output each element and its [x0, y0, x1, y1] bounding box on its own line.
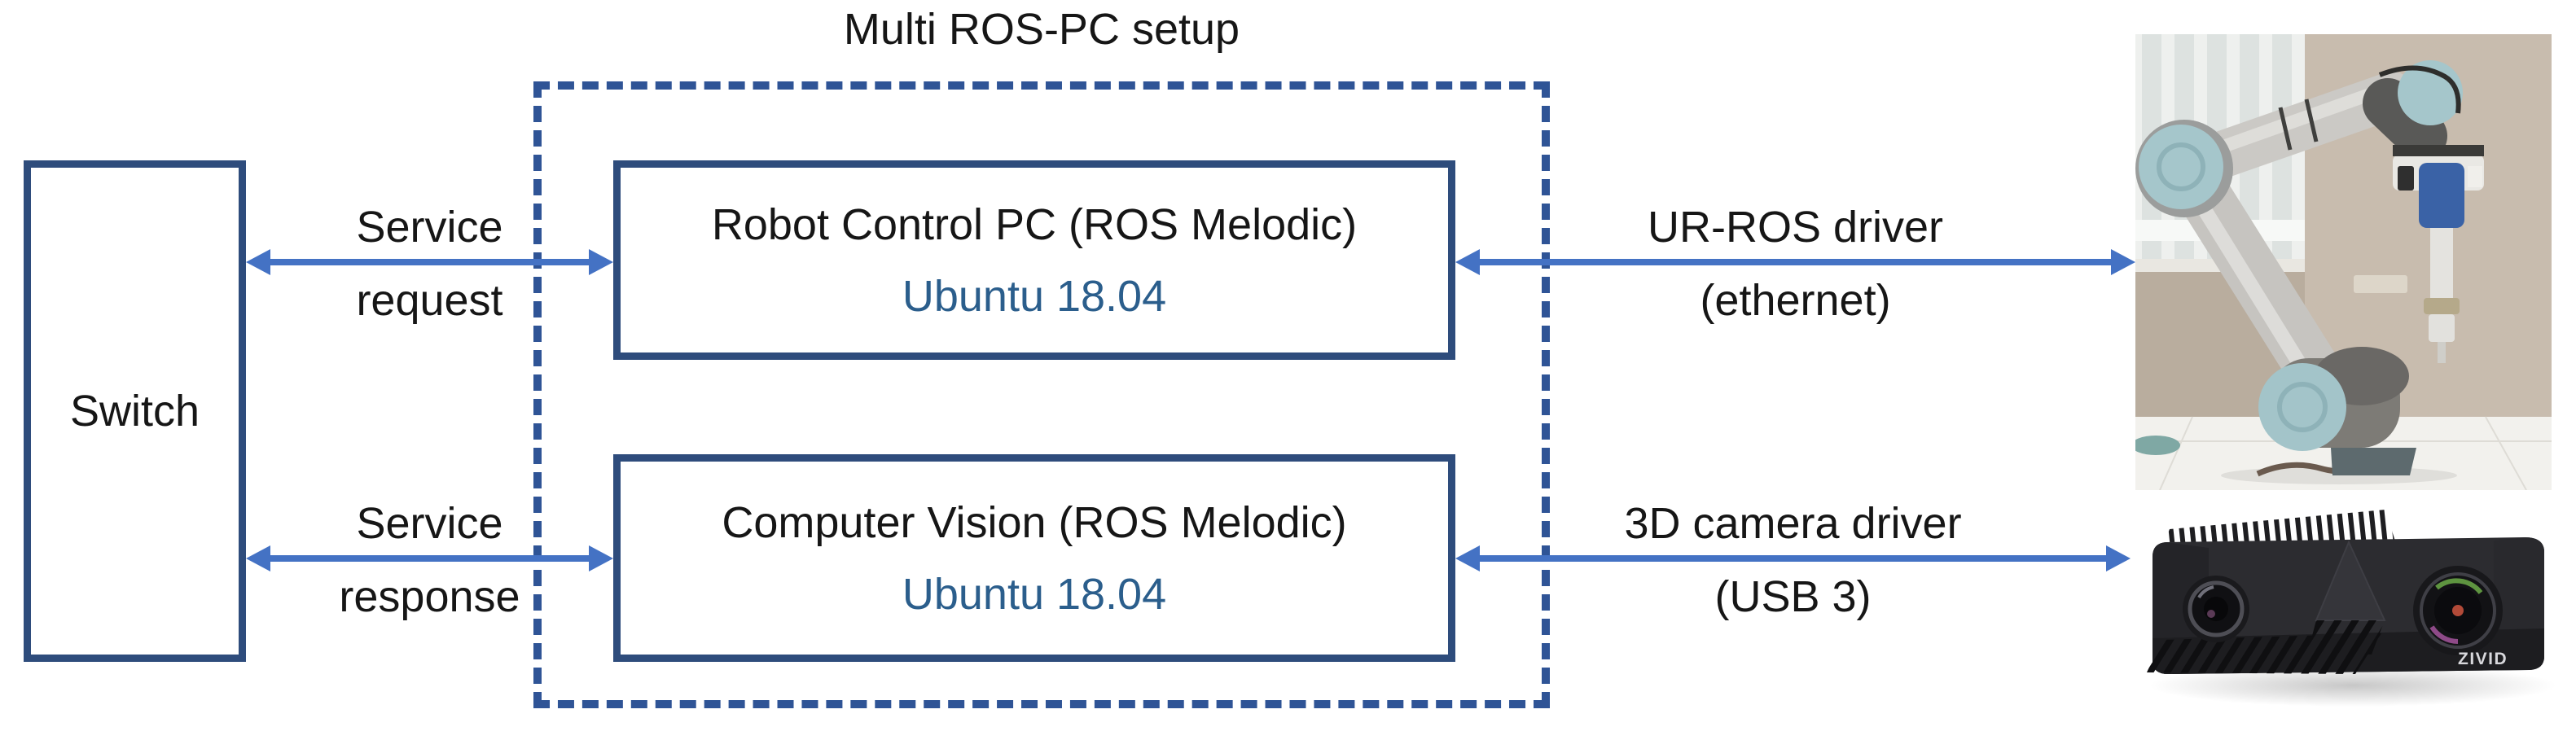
- computer-vision-os: Ubuntu 18.04: [902, 569, 1167, 619]
- switch-label: Switch: [69, 387, 200, 436]
- camera-driver-label-line2: (USB 3): [1714, 572, 1872, 621]
- camera-driver-arrow: [1455, 545, 2131, 571]
- cable-strap: [2304, 99, 2319, 142]
- wrist-cable: [2378, 65, 2461, 114]
- arrow-line: [265, 555, 594, 562]
- arrow-line: [1475, 555, 2111, 562]
- service-request-arrow: [246, 249, 613, 275]
- heatsink-fins-top: [2161, 510, 2396, 549]
- ur-ros-driver-arrow: [1455, 249, 2135, 275]
- arrow-line: [1475, 259, 2116, 265]
- ur-ros-driver-label-line2: (ethernet): [1700, 276, 1891, 325]
- robot-arm: [2135, 60, 2484, 475]
- tool-screen: [2398, 166, 2414, 190]
- multi-ros-pc-dashed-container: [533, 81, 1550, 708]
- camera-driver-label-line1: 3D camera driver: [1624, 499, 1962, 548]
- computer-vision-title: Computer Vision (ROS Melodic): [722, 497, 1347, 547]
- end-effector-tool: [2424, 228, 2460, 363]
- right-arrowhead-icon: [589, 545, 613, 571]
- ur-robot-arm-photo: [2135, 34, 2552, 490]
- right-arrowhead-icon: [589, 249, 613, 275]
- diagram-title: Multi ROS-PC setup: [843, 5, 1240, 54]
- projector-lens: [2183, 576, 2249, 642]
- right-arrowhead-icon: [2111, 249, 2135, 275]
- service-request-label-line1: Service: [356, 203, 503, 252]
- service-response-label-line2: response: [339, 572, 520, 621]
- forearm-link: [2166, 150, 2350, 411]
- diagonal-fins-mid: [2308, 620, 2385, 655]
- robot-control-pc-title: Robot Control PC (ROS Melodic): [711, 199, 1358, 249]
- ur-ros-driver-label-line1: UR-ROS driver: [1647, 203, 1944, 252]
- arrow-line: [265, 259, 594, 265]
- right-arrowhead-icon: [2106, 545, 2131, 571]
- cable-strap: [2278, 107, 2293, 151]
- robot-control-pc-node: Robot Control PC (ROS Melodic) Ubuntu 18…: [613, 160, 1455, 360]
- teal-object: [2135, 436, 2180, 455]
- service-response-label-line1: Service: [356, 499, 503, 548]
- wall-outlet: [2354, 275, 2407, 293]
- service-request-label-line2: request: [356, 276, 503, 325]
- wrist-assembly: [2363, 60, 2484, 228]
- brass-collar: [2424, 298, 2460, 314]
- switch-node: Switch: [24, 160, 246, 662]
- camera-lens: [2413, 566, 2503, 655]
- service-response-arrow: [246, 545, 613, 571]
- robot-control-pc-os: Ubuntu 18.04: [902, 271, 1167, 321]
- camera-shadow: [2149, 664, 2556, 707]
- tool-tip: [2438, 342, 2446, 363]
- zivid-logo: ZIVID: [2458, 650, 2508, 668]
- blue-tool-module: [2419, 163, 2464, 228]
- computer-vision-node: Computer Vision (ROS Melodic) Ubuntu 18.…: [613, 454, 1455, 662]
- zivid-3d-camera-photo: ZIVID: [2147, 510, 2556, 707]
- elbow-teal-cap: [2139, 125, 2223, 209]
- base-pedestal: [2331, 448, 2416, 475]
- base-teal-cap: [2258, 363, 2346, 451]
